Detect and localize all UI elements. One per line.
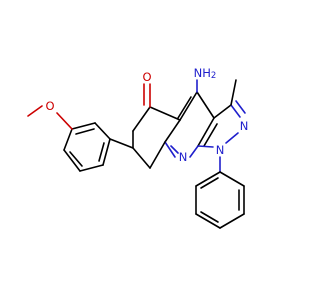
phenyl-bond-6 (195, 171, 221, 187)
phenyl-inner-2 (200, 211, 219, 223)
phenyl-bond-1 (219, 171, 245, 187)
aryl-bond-6 (102, 138, 111, 166)
ketone-oxygen-label: O (142, 70, 151, 84)
ketone-group (143, 83, 151, 108)
bond-c3-n2-double (235, 100, 246, 114)
bond-c8-c8a (149, 141, 166, 169)
pyrazole-n2-label: N (240, 119, 249, 133)
bond-c4a-c8a (164, 119, 181, 143)
phenyl-bond-4 (195, 213, 221, 229)
phenyl-inner-3 (200, 177, 219, 189)
aryl-bond-3 (63, 128, 73, 151)
n-phenyl-ring (195, 156, 245, 229)
bond-c5-c6 (132, 106, 151, 132)
phenyl-bond-3 (219, 213, 245, 229)
amino-label: NH2 (194, 66, 217, 81)
aryl-inner-3 (98, 142, 105, 162)
bond-n-c7a (189, 145, 199, 158)
aryl-bond-5 (79, 164, 104, 172)
bond-c3a-c3 (213, 104, 232, 119)
aryl-inner-1 (75, 128, 95, 135)
bond-c7-c8 (132, 147, 151, 169)
cyclohexanone-ring (132, 106, 181, 169)
methyl-bond (230, 79, 237, 106)
pyridine-ring (164, 91, 218, 158)
methoxy-group (27, 105, 73, 130)
ether-oxygen-label: O (45, 99, 54, 113)
methoxyphenyl-ring (63, 122, 134, 172)
quinoline-n-label: N (179, 150, 188, 164)
aryl-inner-2 (69, 151, 83, 167)
pyrazole-n1-label: N (216, 143, 225, 157)
molecule-structure-diagram: NH2 O N N N O (27, 66, 249, 229)
bond-o-ch3 (27, 105, 43, 117)
bond-c3-n2 (230, 104, 241, 118)
bond-c4a-c5 (149, 106, 181, 121)
bond-c4-c4a (179, 91, 198, 121)
bond-n1-c7a (197, 145, 214, 148)
aryl-bond-4 (63, 149, 81, 172)
bond-aryl-o (56, 112, 73, 130)
bond-c3a-c4 (196, 91, 215, 119)
bond-c4-c4a-inner (177, 96, 192, 119)
bond-c8a-n (164, 141, 176, 158)
bond-c7-aryl (109, 138, 134, 149)
bond-c7a-c3a (197, 117, 215, 147)
aryl-bond-1 (94, 122, 111, 140)
pyrazole-ring (197, 100, 246, 148)
bond-c8a-n-inner (170, 145, 179, 154)
aryl-bond-2 (71, 122, 96, 130)
bond-n2-n1 (225, 132, 239, 144)
bond-c7a-c3a-inner (203, 123, 218, 147)
